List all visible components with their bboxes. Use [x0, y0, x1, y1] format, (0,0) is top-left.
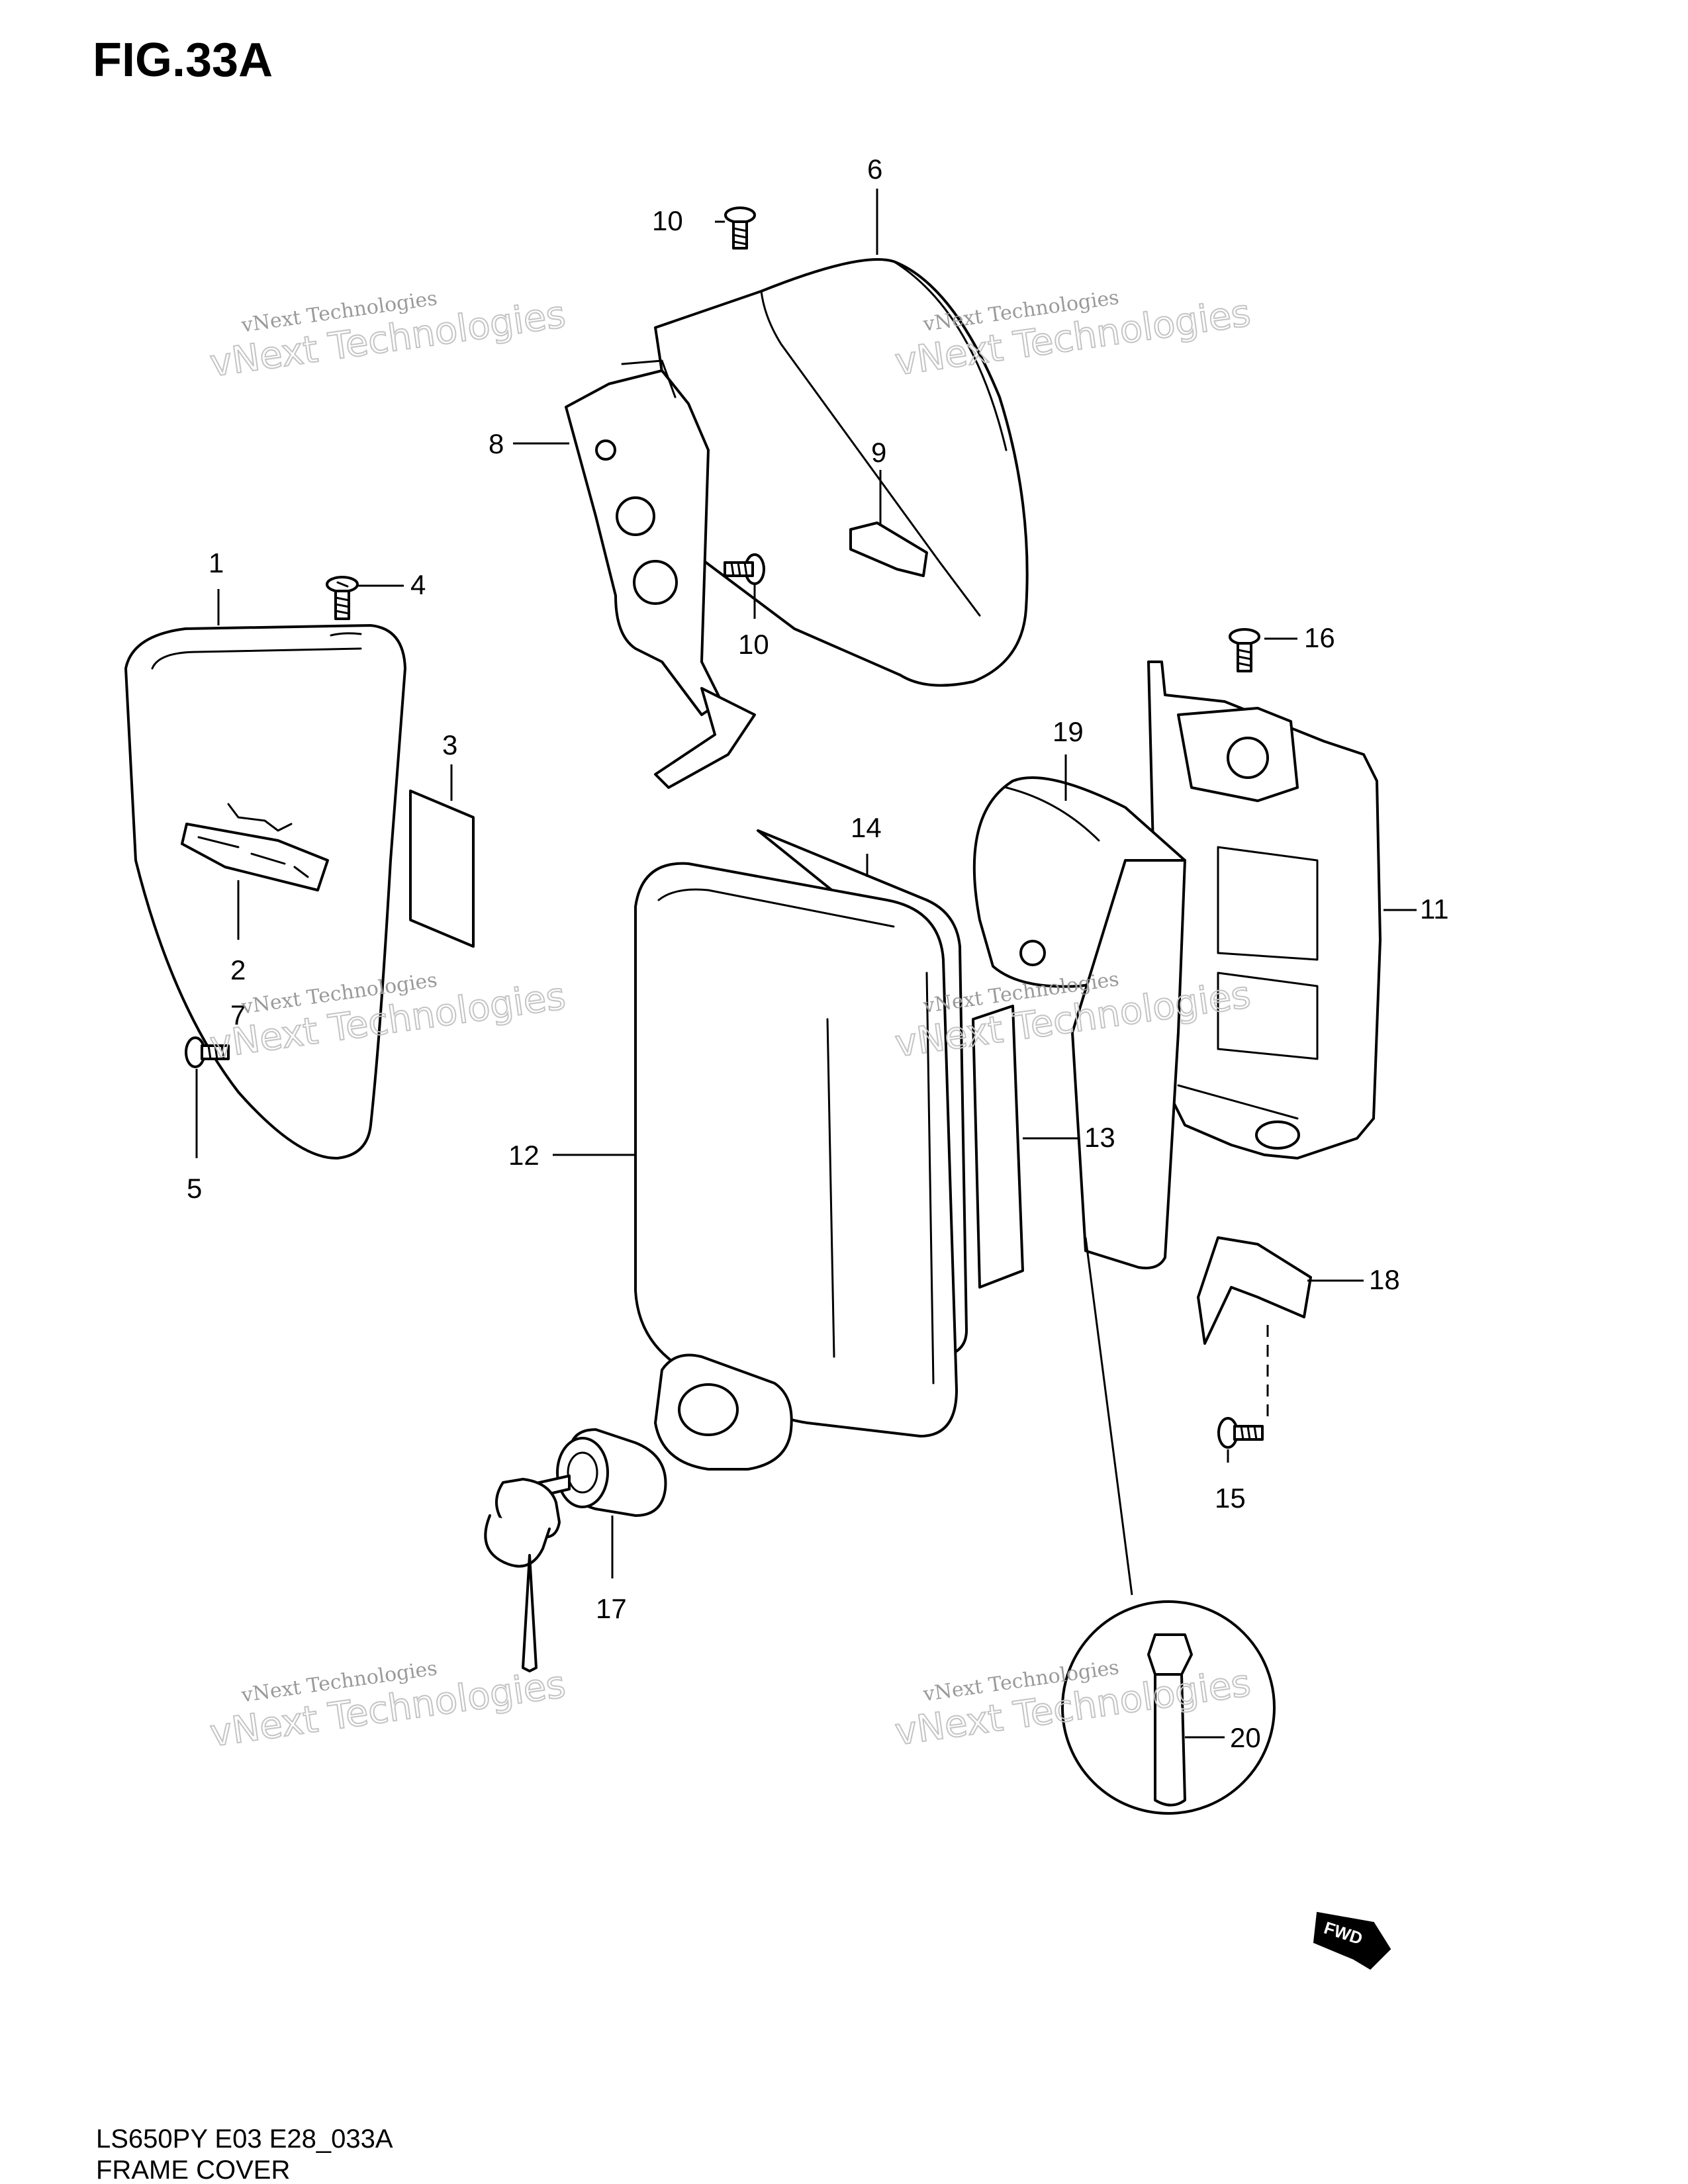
callout-19: 19 [1053, 716, 1084, 747]
figure-caption: FRAME COVER [96, 2156, 290, 2184]
callout-3: 3 [442, 729, 457, 760]
part-13-decal [972, 1005, 1024, 1289]
part-20-detail [1061, 1600, 1276, 1815]
callout-8: 8 [489, 428, 504, 459]
callout-12: 12 [508, 1140, 539, 1171]
part-15-screw [1217, 1417, 1264, 1449]
leader-lines [195, 189, 1417, 1739]
part-9-clip [849, 522, 928, 577]
callout-13: 13 [1084, 1122, 1115, 1153]
callout-6: 6 [867, 154, 882, 185]
callout-2: 2 [230, 954, 246, 985]
detail-pointer [1084, 1237, 1133, 1596]
callout-15: 15 [1215, 1482, 1246, 1514]
figure-title: FIG.33A [93, 34, 273, 87]
part-1-frame-cover [124, 624, 406, 1160]
part-16-screw [1229, 628, 1260, 672]
emblem-decal [181, 803, 329, 891]
callout-4: 4 [410, 569, 426, 600]
callout-16: 16 [1304, 622, 1335, 653]
callout-18: 18 [1369, 1264, 1400, 1295]
callout-20: 20 [1230, 1722, 1261, 1753]
part-8-bracket [565, 359, 756, 789]
fwd-arrow-icon: FWD [1313, 1911, 1391, 1970]
callout-1: 1 [209, 547, 224, 578]
callout-10-top: 10 [652, 205, 683, 236]
model-code: LS650PY E03 E28_033A [96, 2124, 393, 2154]
part-17-key-set [484, 1428, 667, 1672]
part-19-cover [972, 776, 1186, 1269]
callout-11: 11 [1420, 893, 1449, 925]
lock-housing [654, 1353, 793, 1471]
callout-5: 5 [187, 1173, 202, 1204]
callout-17: 17 [596, 1593, 627, 1624]
callout-9: 9 [871, 437, 886, 468]
callout-labels: 1 2 3 4 5 6 7 8 9 10 10 11 12 13 14 15 1… [187, 154, 1449, 1753]
callout-10-mid: 10 [738, 629, 769, 660]
part-5-screw [185, 1036, 230, 1068]
part-4-screw [326, 576, 359, 620]
part-3-decal [409, 790, 475, 948]
callout-14: 14 [851, 812, 882, 843]
callout-7: 7 [230, 999, 246, 1030]
part-18-clip [1197, 1236, 1312, 1345]
part-10-screw-top [724, 206, 756, 250]
part-12-tool-box [634, 862, 958, 1437]
